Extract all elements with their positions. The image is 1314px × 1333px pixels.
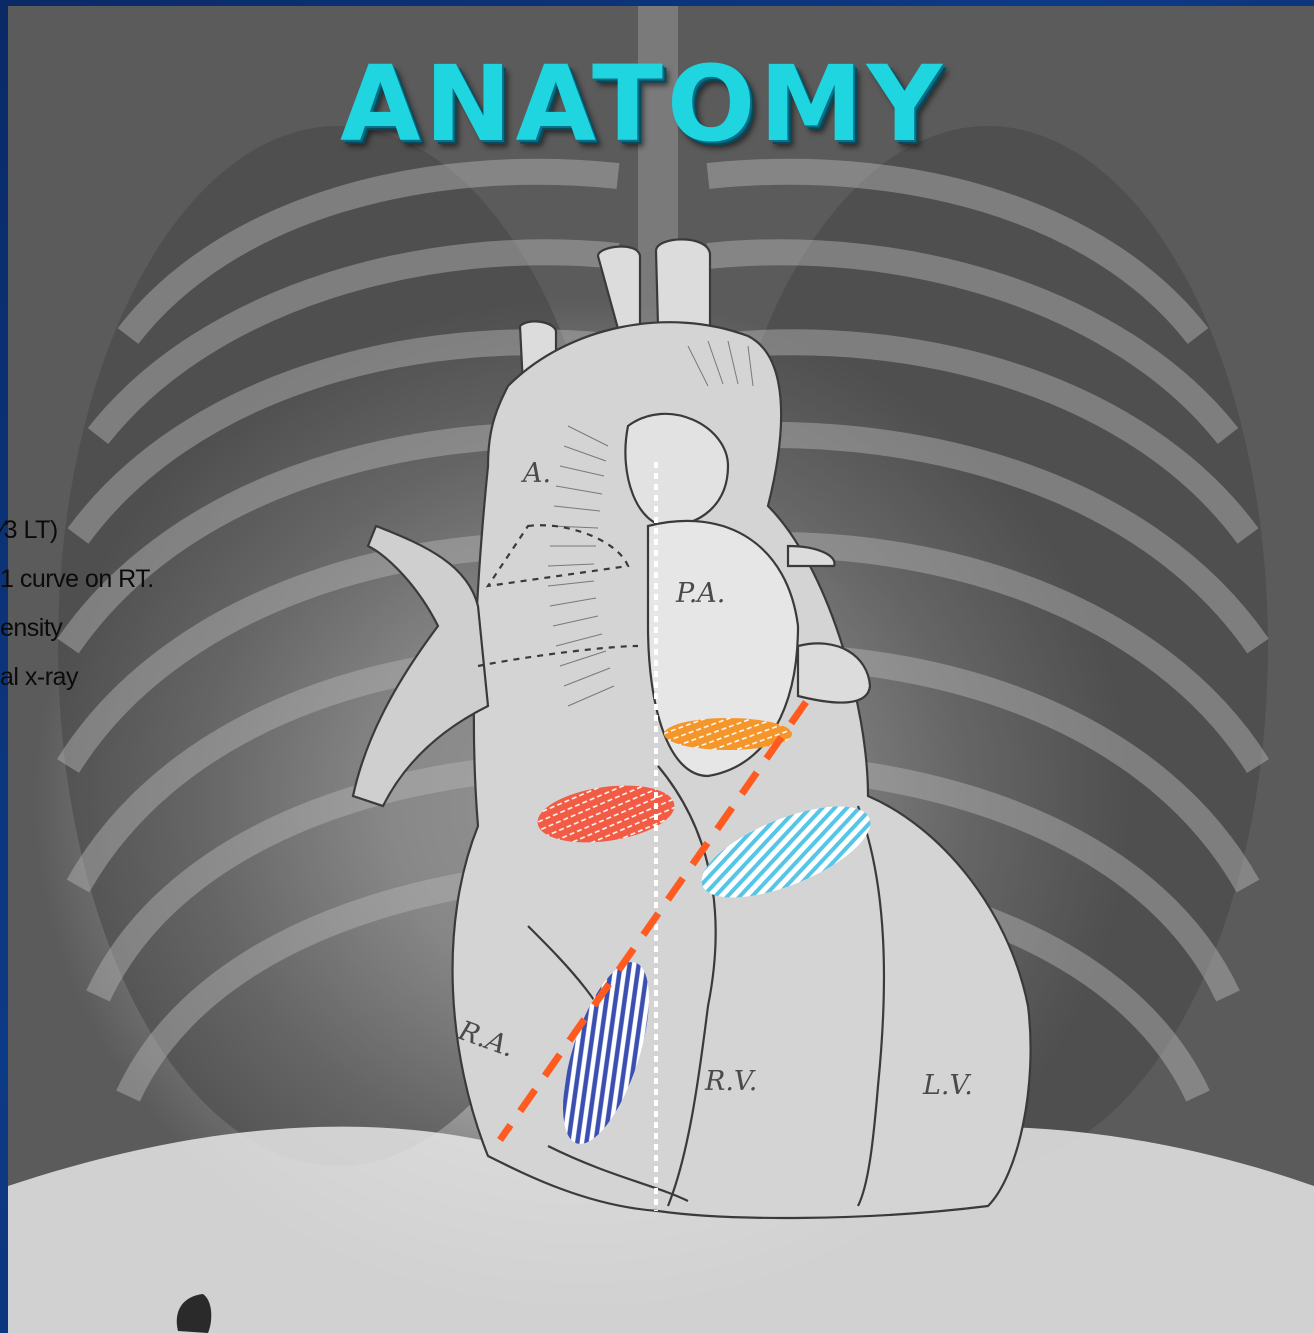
- chest-xray-image: A. P.A. R.A. R.V. L.V.: [8, 6, 1314, 1333]
- bullet-item: al x-ray: [0, 663, 154, 712]
- slide-title: ANATOMY: [340, 52, 960, 156]
- bullet-list: ⁄3 LT) 1 curve on RT. ensity al x-ray: [0, 516, 154, 712]
- bullet-item: ensity: [0, 614, 154, 663]
- bullet-item: ⁄3 LT): [0, 516, 154, 565]
- bullet-item: 1 curve on RT.: [0, 565, 154, 614]
- label-pulmonary-artery: P.A.: [676, 578, 725, 609]
- xray-illustration: [8, 6, 1314, 1333]
- label-right-ventricle: R.V.: [705, 1066, 757, 1097]
- label-left-ventricle: L.V.: [923, 1070, 973, 1101]
- label-aorta: A.: [523, 458, 551, 489]
